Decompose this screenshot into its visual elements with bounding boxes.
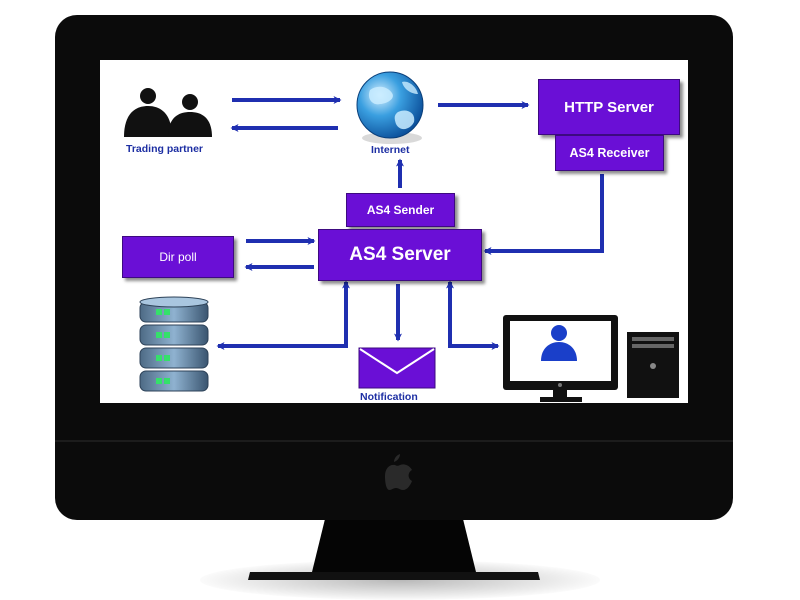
dir-poll-label: Dir poll <box>159 250 197 264</box>
as4-receiver-label: AS4 Receiver <box>569 146 650 160</box>
globe-icon <box>356 71 424 144</box>
monitor-chin-divider <box>55 440 733 442</box>
internet-label: Internet <box>371 144 410 156</box>
notification-label: Notification <box>360 391 418 403</box>
as4-receiver-box: AS4 Receiver <box>555 135 664 171</box>
as4-server-box: AS4 Server <box>318 229 482 281</box>
diagram-graphics <box>124 71 679 402</box>
as4-sender-label: AS4 Sender <box>366 203 435 217</box>
as4-server-label: AS4 Server <box>349 244 451 265</box>
envelope-icon <box>358 347 436 389</box>
people-icon <box>124 88 212 137</box>
screen: HTTP Server AS4 Receiver AS4 Sender AS4 … <box>100 60 688 403</box>
as4-sender-box: AS4 Sender <box>346 193 455 227</box>
trading-partner-label: Trading partner <box>126 143 204 155</box>
arrow-server-to-database <box>216 284 348 350</box>
http-server-label: HTTP Server <box>564 98 654 116</box>
http-server-box: HTTP Server <box>538 79 680 135</box>
arrow-receiver-to-server <box>483 174 604 255</box>
arrow-server-to-workstation <box>448 284 500 350</box>
monitor-user-icon <box>503 315 618 402</box>
computer-tower-icon <box>627 332 679 398</box>
dir-poll-box: Dir poll <box>122 236 234 278</box>
database-icon <box>139 296 209 392</box>
